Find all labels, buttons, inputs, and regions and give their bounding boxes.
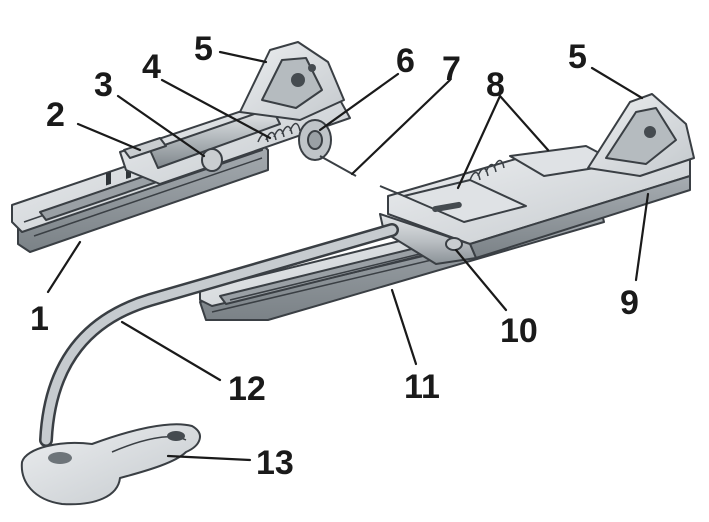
left-seat-slide [11, 41, 357, 253]
left-cylinder-end [201, 148, 223, 172]
callout-4: 4 [142, 48, 161, 86]
release-rod-socket [48, 452, 72, 464]
leader-11 [390, 288, 418, 366]
release-handle-hole [167, 431, 185, 441]
left-adjuster-collar-inner [307, 130, 323, 150]
right-top-plate-front [403, 179, 527, 223]
leader-8a [456, 94, 502, 190]
leader-5-left [218, 50, 268, 64]
right-bracket-face [605, 107, 677, 165]
release-handle [20, 423, 201, 506]
leader-2 [76, 122, 142, 152]
callout-labels: 1 2 3 4 5 5 6 7 8 9 10 11 12 13 [30, 30, 639, 482]
release-link-rod-highlight [41, 225, 397, 445]
right-plate-slot [432, 201, 462, 213]
callout-11: 11 [404, 368, 440, 406]
right-bracket-hole [644, 126, 656, 138]
left-release-pin [319, 155, 357, 177]
leader-13 [166, 454, 252, 462]
left-lock-cylinder [149, 107, 281, 169]
right-inner-roller [445, 237, 463, 251]
callout-9: 9 [620, 284, 639, 322]
leader-7 [350, 78, 452, 176]
left-bracket-hole-small [308, 64, 316, 72]
callout-5-right: 5 [568, 38, 587, 76]
leader-10 [454, 248, 508, 312]
callout-7: 7 [442, 50, 461, 88]
callout-12: 12 [228, 370, 266, 408]
left-bracket-hole [291, 73, 305, 87]
release-rod-assembly [20, 223, 399, 506]
leader-5-right [590, 66, 644, 100]
leader-lines [46, 50, 650, 462]
callout-1: 1 [30, 300, 49, 338]
right-rail-groove [211, 249, 441, 313]
leader-8b [498, 94, 550, 152]
callout-5-left: 5 [194, 30, 213, 68]
leader-12 [120, 320, 222, 382]
callout-13: 13 [256, 444, 294, 482]
leader-1 [46, 240, 82, 294]
leader-9 [634, 192, 650, 282]
leader-6 [318, 72, 400, 132]
right-spring [469, 159, 505, 181]
left-small-bracket [123, 137, 167, 159]
callout-6: 6 [396, 42, 415, 80]
callout-3: 3 [94, 66, 113, 104]
callout-8: 8 [486, 66, 505, 104]
leader-3 [116, 94, 206, 158]
right-release-pin [379, 185, 405, 197]
callout-2: 2 [46, 96, 65, 134]
right-seat-slide [199, 93, 695, 321]
callout-10: 10 [500, 312, 538, 350]
leader-4 [160, 78, 272, 140]
